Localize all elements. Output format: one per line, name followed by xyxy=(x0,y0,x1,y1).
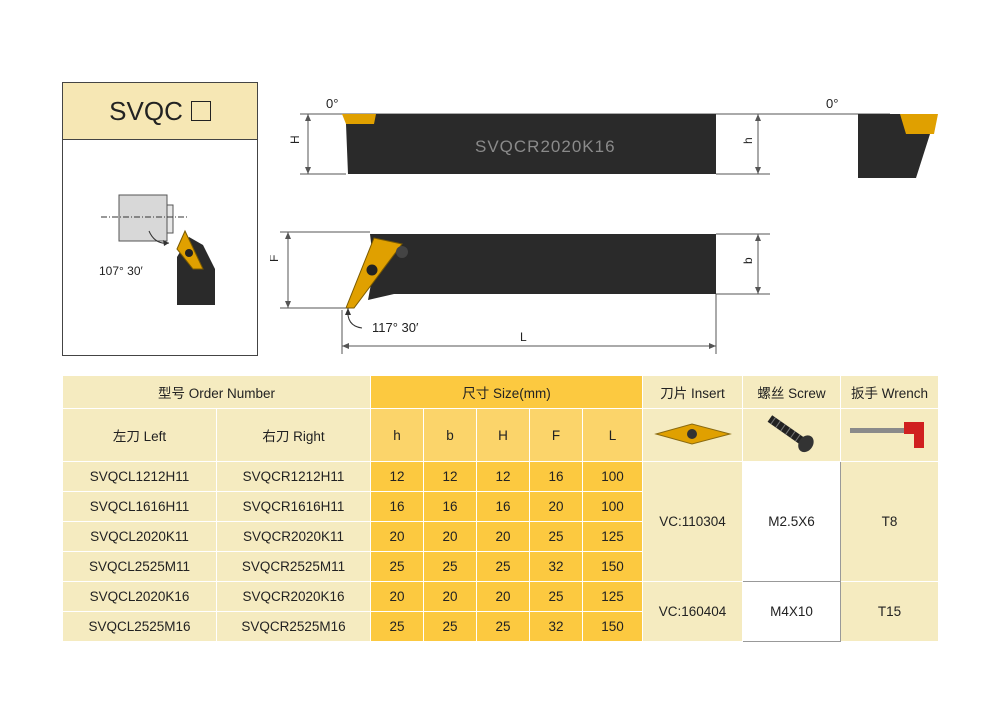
title-box: SVQC 107° 30′ xyxy=(62,82,258,356)
row-h: 16 xyxy=(370,491,424,522)
product-code: SVQC xyxy=(109,95,183,126)
row-left-model: SVQCL2525M16 xyxy=(62,611,217,642)
wrench-header: 扳手 Wrench xyxy=(840,375,940,409)
row-H: 20 xyxy=(476,581,530,612)
row-L: 125 xyxy=(581,521,644,552)
group2-insert: VC:160404 xyxy=(642,581,744,642)
row-h: 12 xyxy=(370,461,424,492)
product-code-header: SVQC xyxy=(63,83,257,140)
screw-image xyxy=(767,414,814,452)
col-b-header: b xyxy=(423,408,477,462)
insert-header: 刀片 Insert xyxy=(642,375,744,409)
insert-end-view xyxy=(900,114,938,134)
workpiece-shape xyxy=(118,194,168,242)
insert-side-view xyxy=(342,114,376,124)
row-L: 125 xyxy=(581,581,644,612)
specification-table: 型号 Order Number 尺寸 Size(mm) 刀片 Insert 螺丝… xyxy=(62,375,940,642)
table-row: SVQCL2020K16 SVQCR2020K16 20 20 20 25 12… xyxy=(62,581,940,642)
row-h: 20 xyxy=(370,581,424,612)
table-row: SVQCL2525M16 SVQCR2525M16 25 25 25 32 15… xyxy=(62,611,939,642)
row-F: 25 xyxy=(529,581,583,612)
row-b: 25 xyxy=(423,611,477,642)
technical-drawing: 0° SVQCR2020K16 H h 0° F b 117° 30′ L xyxy=(270,96,938,354)
group1-insert: VC:110304 xyxy=(642,461,744,582)
row-H: 20 xyxy=(476,521,530,552)
top-right-angle: 0° xyxy=(826,96,838,111)
left-header: 左刀 Left xyxy=(62,408,217,462)
screw-image-cell xyxy=(742,408,842,462)
row-L: 100 xyxy=(581,491,644,522)
row-left-model: SVQCL2020K16 xyxy=(62,581,217,612)
row-L: 100 xyxy=(581,461,644,492)
row-left-model: SVQCL1212H11 xyxy=(62,461,217,492)
row-h: 25 xyxy=(370,551,424,582)
header-row-1: 型号 Order Number 尺寸 Size(mm) 刀片 Insert 螺丝… xyxy=(62,375,940,409)
row-L: 150 xyxy=(581,551,644,582)
header-row-2: 左刀 Left 右刀 Right h b H F L xyxy=(62,408,940,462)
dim-h-label: h xyxy=(741,137,755,144)
row-left-model: SVQCL1616H11 xyxy=(62,491,217,522)
row-L: 150 xyxy=(581,611,644,642)
row-F: 32 xyxy=(529,611,583,642)
row-left-model: SVQCL2020K11 xyxy=(62,521,217,552)
row-b: 12 xyxy=(423,461,477,492)
row-H: 12 xyxy=(476,461,530,492)
holder-engraving: SVQCR2020K16 xyxy=(475,137,616,156)
group2-wrench: T15 xyxy=(840,581,940,642)
row-F: 32 xyxy=(529,551,583,582)
col-L-header: L xyxy=(581,408,644,462)
row-right-model: SVQCR2525M11 xyxy=(216,551,371,582)
row-F: 20 xyxy=(529,491,583,522)
holder-top-view xyxy=(368,234,716,300)
angle-label-bottom: 117° 30′ xyxy=(372,320,419,335)
order-number-header: 型号 Order Number xyxy=(62,375,371,409)
row-H: 16 xyxy=(476,491,530,522)
insert-image xyxy=(653,422,732,445)
square-placeholder-icon xyxy=(190,101,211,121)
wrench-image xyxy=(849,421,924,448)
insert-image-cell xyxy=(642,408,744,462)
size-header: 尺寸 Size(mm) xyxy=(369,375,644,409)
row-b: 20 xyxy=(423,581,477,612)
row-F: 25 xyxy=(529,521,583,552)
holder-end-view xyxy=(858,114,930,178)
row-left-model: SVQCL2525M11 xyxy=(62,551,217,582)
wrench-image-cell xyxy=(840,408,940,462)
dim-H-label: H xyxy=(288,135,302,144)
col-h-header: h xyxy=(370,408,424,462)
row-H: 25 xyxy=(476,551,530,582)
angle-label-small: 107° 30′ xyxy=(99,264,144,278)
table-row: SVQCL2020K11 SVQCR2020K11 20 20 20 25 12… xyxy=(62,521,939,552)
group1-wrench: T8 xyxy=(840,461,940,582)
row-b: 20 xyxy=(423,521,477,552)
col-H-header: H xyxy=(476,408,530,462)
col-F-header: F xyxy=(529,408,583,462)
row-right-model: SVQCR1616H11 xyxy=(216,491,371,522)
table-row: SVQCL1616H11 SVQCR1616H11 16 16 16 20 10… xyxy=(62,491,939,522)
row-right-model: SVQCR1212H11 xyxy=(216,461,371,492)
row-b: 16 xyxy=(423,491,477,522)
row-F: 16 xyxy=(529,461,583,492)
row-b: 25 xyxy=(423,551,477,582)
dim-F-label: F xyxy=(270,255,281,262)
group2-screw: M4X10 xyxy=(742,581,842,642)
table-row: SVQCL2525M11 SVQCR2525M11 25 25 25 32 15… xyxy=(62,551,939,582)
dim-L-label: L xyxy=(520,330,527,344)
right-header: 右刀 Right xyxy=(216,408,371,462)
dim-b-label: b xyxy=(741,257,755,264)
row-right-model: SVQCR2020K11 xyxy=(216,521,371,552)
row-right-model: SVQCR2525M16 xyxy=(216,611,371,642)
row-h: 20 xyxy=(370,521,424,552)
top-left-angle: 0° xyxy=(326,96,338,111)
holder-side-view xyxy=(346,114,716,174)
row-right-model: SVQCR2020K16 xyxy=(216,581,371,612)
table-row: SVQCL1212H11 SVQCR1212H11 12 12 12 16 10… xyxy=(62,461,940,582)
screw-header: 螺丝 Screw xyxy=(742,375,842,409)
row-H: 25 xyxy=(476,611,530,642)
row-h: 25 xyxy=(370,611,424,642)
schematic-drawing: 107° 30′ xyxy=(99,194,215,305)
group1-screw: M2.5X6 xyxy=(742,461,842,582)
